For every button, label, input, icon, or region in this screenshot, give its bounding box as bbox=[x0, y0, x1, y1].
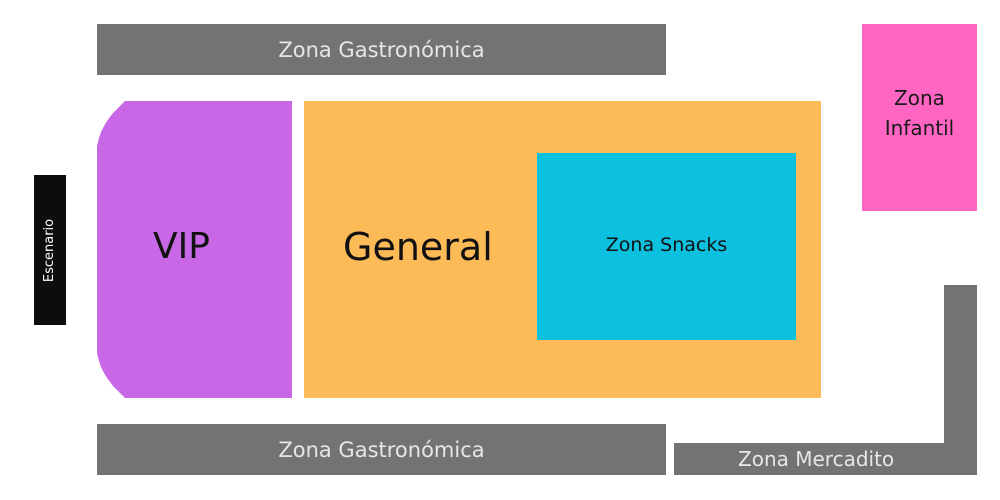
zona-mercadito-label: Zona Mercadito bbox=[738, 447, 895, 471]
zona-gastronomica-bottom-label: Zona Gastronómica bbox=[278, 437, 485, 462]
zona-infantil-label-line1: Zona bbox=[894, 85, 945, 110]
zona-infantil-label-line2: Infantil bbox=[884, 115, 955, 140]
escenario-stage[interactable]: Escenario bbox=[34, 175, 66, 325]
vip-area-shape bbox=[97, 101, 292, 398]
zona-mercadito[interactable]: Zona Mercadito bbox=[674, 443, 977, 475]
zona-vip-label: VIP bbox=[153, 226, 210, 267]
escenario-label: Escenario bbox=[42, 218, 58, 282]
zona-infantil-label: Zona Infantil bbox=[885, 83, 955, 143]
zona-infantil[interactable]: Zona Infantil bbox=[862, 24, 977, 211]
zona-gastronomica-bottom[interactable]: Zona Gastronómica bbox=[97, 424, 666, 475]
zona-gastronomica-top[interactable]: Zona Gastronómica bbox=[97, 24, 666, 75]
zona-snacks-label: Zona Snacks bbox=[605, 234, 728, 256]
zona-general-label: General bbox=[343, 224, 493, 269]
zona-snacks[interactable]: Zona Snacks bbox=[537, 153, 796, 340]
zona-gastronomica-top-label: Zona Gastronómica bbox=[278, 37, 485, 62]
zona-vip[interactable]: VIP bbox=[97, 101, 292, 398]
